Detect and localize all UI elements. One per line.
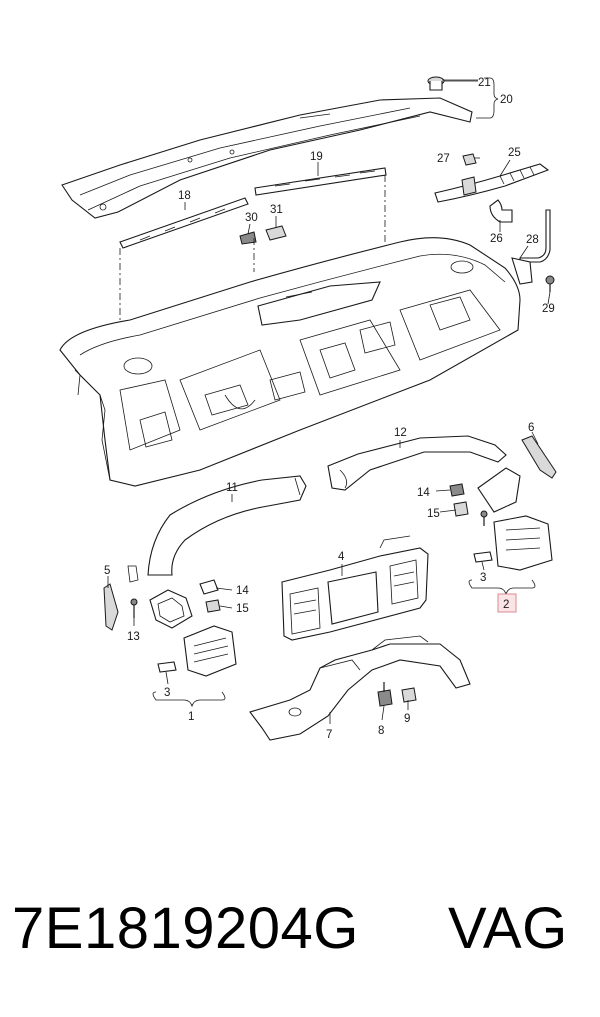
pipe-28 (511, 209, 551, 285)
callout-9: 9 (404, 713, 410, 725)
callout-18: 18 (178, 190, 191, 202)
callout-2: 2 (503, 599, 509, 611)
callout-3-right: 3 (480, 572, 486, 584)
callout-14-right: 14 (417, 487, 430, 499)
clip-15-left (205, 599, 221, 613)
clip-9 (401, 687, 417, 703)
callout-29: 29 (542, 303, 555, 315)
air-duct-11 (147, 475, 307, 576)
callout-21: 21 (478, 77, 491, 89)
center-vent-bezel-4 (281, 535, 429, 641)
clip-31 (265, 225, 287, 241)
callout-4: 4 (338, 551, 345, 563)
screw-29 (545, 275, 555, 292)
lower-duct-7 (249, 635, 471, 741)
screw-right (480, 510, 488, 526)
clip-8 (377, 682, 393, 707)
callout-19: 19 (310, 151, 323, 163)
part-number: 7E1819204G (12, 896, 359, 961)
cap-27 (462, 153, 477, 166)
cover-6 (521, 435, 557, 479)
windscreen-cowl-trim (61, 97, 473, 219)
clip-14-right (449, 483, 465, 497)
clip-3-right (473, 551, 493, 563)
callout-15-right: 15 (427, 508, 440, 520)
vent-left-1 (183, 625, 237, 677)
defrost-vent-strip-19 (254, 167, 387, 196)
callout-11: 11 (226, 482, 238, 494)
vent-housing-right (477, 467, 553, 571)
callout-25: 25 (508, 147, 521, 159)
clip-3-left (157, 661, 177, 673)
air-duct-12 (327, 435, 507, 491)
callout-12: 12 (394, 427, 407, 439)
exploded-parts-diagram: 21 20 27 25 26 28 29 19 18 30 31 12 6 14… (59, 76, 557, 741)
clip-15-right (453, 501, 469, 517)
dashboard-panel (59, 237, 521, 487)
hose-25 (434, 163, 550, 203)
callout-7: 7 (326, 729, 332, 741)
brand-name: VAG (448, 896, 568, 961)
highlight-box-callout-2 (497, 593, 517, 613)
callout-5: 5 (104, 565, 110, 577)
footer-caption: 7E1819204G VAG (0, 895, 600, 985)
callout-26: 26 (490, 233, 503, 245)
callout-3-left: 3 (164, 687, 170, 699)
callout-14-left: 14 (236, 585, 249, 597)
callout-13: 13 (127, 631, 140, 643)
screw-13 (130, 598, 138, 618)
clip-30 (239, 231, 257, 245)
clip-14-left (199, 579, 219, 595)
elbow-26 (489, 199, 513, 223)
callout-8: 8 (378, 725, 384, 737)
leader-lines (107, 79, 551, 724)
callout-30: 30 (245, 212, 258, 224)
clip-21 (427, 76, 445, 91)
callout-20: 20 (500, 94, 513, 106)
callout-31: 31 (270, 204, 283, 216)
defrost-vent-strip-18 (119, 197, 249, 249)
callout-labels: 21 20 27 25 26 28 29 19 18 30 31 12 6 14… (104, 77, 555, 741)
callout-1: 1 (188, 711, 194, 723)
vent-ring-left (149, 589, 193, 629)
callout-27: 27 (437, 153, 450, 165)
callout-28: 28 (526, 234, 539, 246)
callout-6: 6 (528, 422, 534, 434)
callout-15-left: 15 (236, 603, 249, 615)
cover-5 (103, 583, 119, 631)
